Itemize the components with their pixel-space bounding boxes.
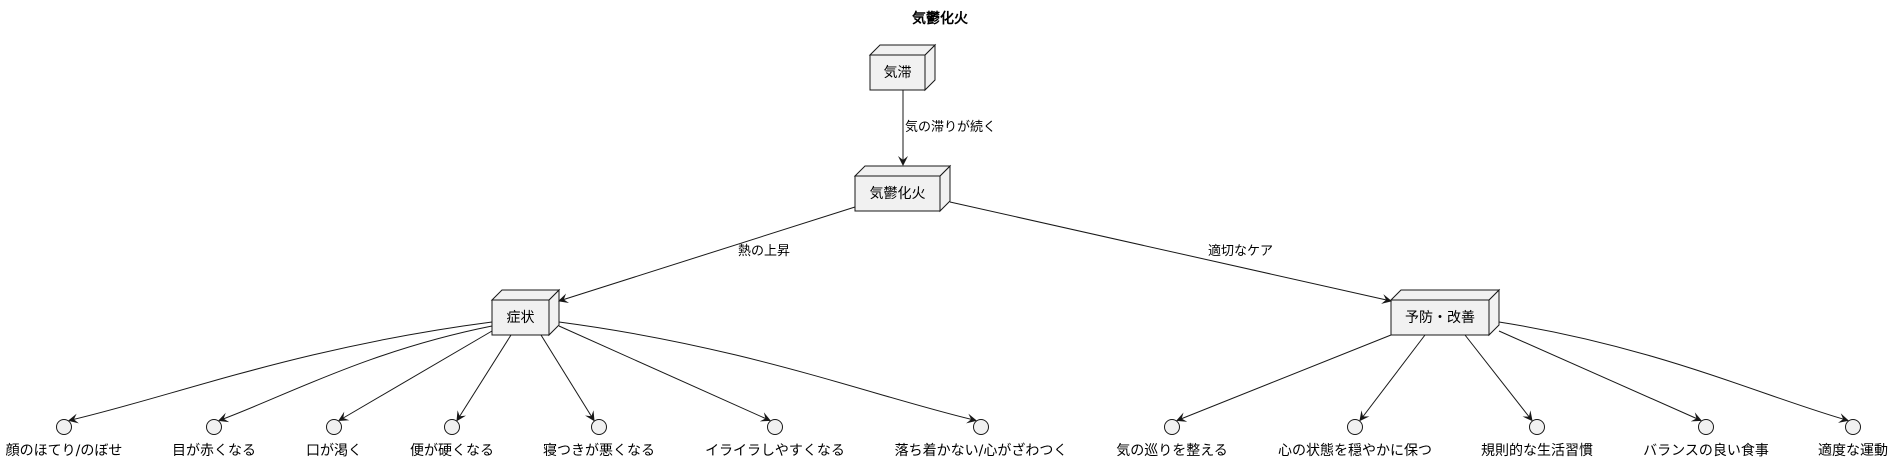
symptom-label: イライラしやすくなる xyxy=(705,443,845,459)
edge-label-qiyu-prevention: 適切なケア xyxy=(1208,243,1273,259)
symptom-edge xyxy=(338,330,493,422)
edge-qiyu-symptoms: 熱の上昇 xyxy=(558,206,856,304)
symptom-item[interactable]: 目が赤くなる xyxy=(172,325,493,459)
prevention-item[interactable]: 心の状態を穏やかに保つ xyxy=(1278,334,1432,459)
edge-qizhi-qiyu: 気の滞りが続く xyxy=(898,90,996,166)
node-qizhi[interactable]: 気滞 xyxy=(868,43,937,92)
prevention-item[interactable]: 適度な運動 xyxy=(1498,321,1888,459)
symptom-circle[interactable] xyxy=(973,419,989,435)
symptom-edge xyxy=(558,325,771,422)
node-symptoms-label: 症状 xyxy=(507,310,535,326)
symptom-label: 目が赤くなる xyxy=(172,443,256,459)
prevention-label: 規則的な生活習慣 xyxy=(1481,442,1593,459)
prevention-edge xyxy=(1464,334,1533,422)
symptom-circle[interactable] xyxy=(326,419,342,435)
prevention-edge xyxy=(1359,334,1426,422)
prevention-circle[interactable] xyxy=(1347,419,1363,435)
symptom-label: 顔のほてり/のぼせ xyxy=(6,443,123,459)
prevention-item[interactable]: バランスの良い食事 xyxy=(1498,330,1769,459)
prevention-circle[interactable] xyxy=(1698,419,1714,435)
symptom-edge xyxy=(68,321,493,424)
symptom-label: 便が硬くなる xyxy=(410,443,494,459)
symptom-circle[interactable] xyxy=(591,419,607,435)
symptom-item[interactable]: 寝つきが悪くなる xyxy=(540,334,655,459)
symptom-item[interactable]: 落ち着かない/心がざわつく xyxy=(558,321,1068,459)
symptom-circle[interactable] xyxy=(206,419,222,435)
symptom-item[interactable]: イライラしやすくなる xyxy=(558,325,845,459)
symptom-item[interactable]: 便が硬くなる xyxy=(410,334,512,459)
prevention-circle[interactable] xyxy=(1845,419,1861,435)
prevention-circle[interactable] xyxy=(1164,419,1180,435)
symptom-edge xyxy=(540,334,595,422)
symptom-circle[interactable] xyxy=(767,419,783,435)
symptom-circle[interactable] xyxy=(444,419,460,435)
prevention-item[interactable]: 規則的な生活習慣 xyxy=(1464,334,1593,459)
symptom-label: 寝つきが悪くなる xyxy=(543,442,655,459)
prevention-edge xyxy=(1176,334,1392,422)
prevention-label: 適度な運動 xyxy=(1818,442,1888,459)
symptom-label: 口が渇く xyxy=(306,443,362,459)
symptom-item[interactable]: 口が渇く xyxy=(306,330,493,459)
node-prevention[interactable]: 予防・改善 xyxy=(1389,288,1501,337)
edge-qiyu-prevention: 適切なケア xyxy=(949,201,1392,304)
prevention-items: 気の巡りを整える 心の状態を穏やかに保つ 規則的な生活習慣 バランスの良い食事 適度な運… xyxy=(1116,321,1888,459)
prevention-edge xyxy=(1498,321,1849,423)
edge-label-qiyu-symptoms: 熱の上昇 xyxy=(738,244,790,259)
diagram-title: 気鬱化火 xyxy=(912,10,969,27)
node-symptoms[interactable]: 症状 xyxy=(490,288,561,337)
symptom-label: 落ち着かない/心がざわつく xyxy=(895,442,1068,459)
symptom-circle[interactable] xyxy=(56,419,72,435)
prevention-circle[interactable] xyxy=(1529,419,1545,435)
prevention-label: バランスの良い食事 xyxy=(1643,442,1769,459)
symptom-item[interactable]: 顔のほてり/のぼせ xyxy=(6,321,493,459)
prevention-item[interactable]: 気の巡りを整える xyxy=(1116,334,1392,459)
symptom-edge xyxy=(218,325,493,423)
edge-label-qizhi-qiyu: 気の滞りが続く xyxy=(905,119,996,135)
node-qiyu[interactable]: 気鬱化火 xyxy=(853,164,952,213)
symptom-items: 顔のほてり/のぼせ 目が赤くなる 口が渇く 便が硬くなる 寝つきが悪くなる イライラしやす… xyxy=(6,321,1068,459)
prevention-edge xyxy=(1498,330,1702,422)
prevention-label: 心の状態を穏やかに保つ xyxy=(1278,443,1432,459)
symptom-edge xyxy=(558,321,977,424)
prevention-label: 気の巡りを整える xyxy=(1116,443,1228,459)
node-qiyu-label: 気鬱化火 xyxy=(870,186,926,202)
node-prevention-label: 予防・改善 xyxy=(1405,310,1475,326)
symptom-edge xyxy=(456,334,512,422)
node-qizhi-label: 気滞 xyxy=(884,65,912,81)
